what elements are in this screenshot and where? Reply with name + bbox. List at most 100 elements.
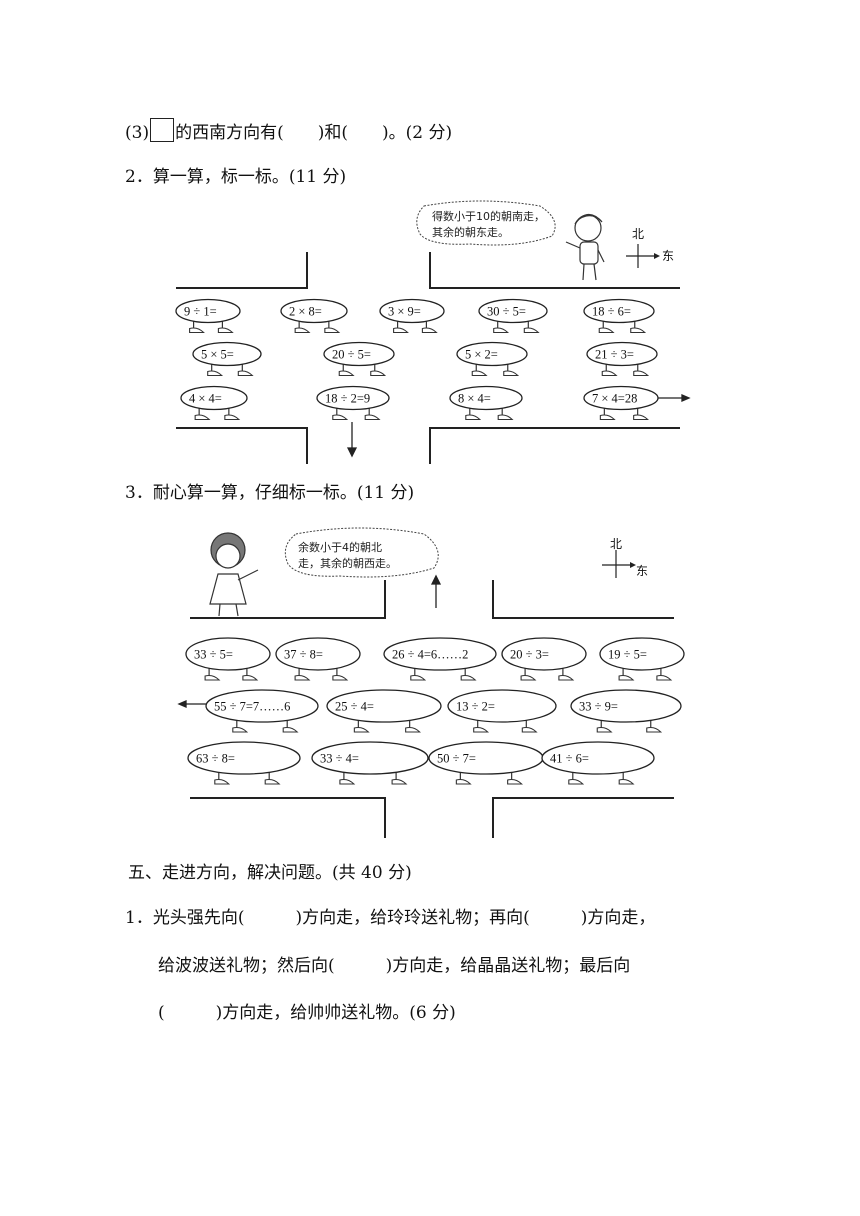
equation-text: 3 × 9= bbox=[388, 305, 421, 319]
equation-card: 37 ÷ 8= bbox=[275, 637, 361, 681]
card-foot bbox=[338, 370, 355, 377]
card-oval bbox=[205, 689, 319, 723]
card-oval bbox=[185, 637, 271, 671]
card-oval bbox=[383, 637, 497, 671]
card-foot bbox=[523, 327, 540, 334]
card-oval bbox=[280, 298, 348, 324]
card-foot bbox=[596, 726, 613, 733]
question-3-line: (3)的西南方向有( )和( )。(2 分) bbox=[125, 118, 452, 143]
compass-north-label: 北 bbox=[610, 537, 622, 551]
section-2-title: 2．算一算，标一标。(11 分) bbox=[125, 167, 347, 187]
card-foot bbox=[282, 726, 299, 733]
equation-card: 33 ÷ 4= bbox=[311, 741, 429, 785]
card-oval bbox=[449, 385, 523, 411]
card-foot bbox=[237, 370, 254, 377]
card-foot bbox=[656, 674, 673, 681]
card-foot bbox=[520, 674, 537, 681]
speech-bubble-2: 得数小于10的朝南走， 其余的朝东走。 bbox=[416, 200, 556, 246]
card-foot bbox=[601, 370, 618, 377]
card-oval bbox=[456, 341, 528, 367]
card-foot bbox=[410, 674, 427, 681]
card-foot bbox=[598, 327, 615, 334]
card-foot bbox=[646, 726, 663, 733]
equation-card: 41 ÷ 6= bbox=[541, 741, 655, 785]
section-3-title: 3．耐心算一算，仔细标一标。(11 分) bbox=[125, 483, 415, 503]
card-oval bbox=[570, 689, 682, 723]
equation-card: 2 × 8= bbox=[280, 298, 348, 334]
equation-text: 33 ÷ 9= bbox=[579, 700, 618, 714]
equation-text: 18 ÷ 2=9 bbox=[325, 392, 370, 406]
road-walls bbox=[190, 580, 674, 838]
card-oval bbox=[379, 298, 445, 324]
card-foot bbox=[232, 726, 249, 733]
card-foot bbox=[471, 370, 488, 377]
equation-text: 18 ÷ 6= bbox=[592, 305, 631, 319]
equation-text: 33 ÷ 4= bbox=[320, 752, 359, 766]
equation-text: 50 ÷ 7= bbox=[437, 752, 476, 766]
card-foot bbox=[189, 327, 205, 334]
card-foot bbox=[521, 726, 538, 733]
card-foot bbox=[217, 327, 234, 334]
equation-text: 4 × 4= bbox=[189, 392, 222, 406]
card-foot bbox=[599, 414, 616, 421]
equation-text: 33 ÷ 5= bbox=[194, 648, 233, 662]
equation-card: 50 ÷ 7= bbox=[428, 741, 544, 785]
card-oval bbox=[316, 385, 390, 411]
equation-card: 18 ÷ 2=9 bbox=[316, 385, 390, 421]
girl-figure bbox=[209, 532, 259, 617]
card-foot bbox=[339, 778, 356, 785]
equation-card: 25 ÷ 4= bbox=[326, 689, 442, 733]
compass-3: 北 东 bbox=[602, 537, 648, 578]
card-oval bbox=[323, 341, 395, 367]
equation-card: 33 ÷ 9= bbox=[570, 689, 682, 733]
card-oval bbox=[180, 385, 248, 411]
bubble-line-2: 其余的朝东走。 bbox=[432, 225, 509, 239]
card-foot bbox=[294, 674, 311, 681]
equation-text: 26 ÷ 4=6……2 bbox=[392, 648, 468, 662]
card-foot bbox=[264, 778, 281, 785]
compass-north-label: 北 bbox=[632, 227, 644, 241]
equation-text: 63 ÷ 8= bbox=[196, 752, 235, 766]
section-5-q1-line-3: ( )方向走，给帅帅送礼物。(6 分) bbox=[158, 1003, 456, 1023]
equation-text: 25 ÷ 4= bbox=[335, 700, 374, 714]
equation-card: 8 × 4= bbox=[449, 385, 523, 421]
question-3-prefix: (3) bbox=[125, 123, 150, 143]
card-oval bbox=[501, 637, 587, 671]
equation-text: 21 ÷ 3= bbox=[595, 348, 634, 362]
card-foot bbox=[194, 414, 211, 421]
equation-text: 20 ÷ 5= bbox=[332, 348, 371, 362]
card-foot bbox=[370, 370, 387, 377]
equation-text: 19 ÷ 5= bbox=[608, 648, 647, 662]
section-5-q1-line-1: 1．光头强先向( )方向走，给玲玲送礼物；再向( )方向走， bbox=[125, 908, 656, 928]
card-foot bbox=[473, 726, 490, 733]
bubble-line-2: 走，其余的朝西走。 bbox=[298, 556, 397, 570]
card-foot bbox=[405, 726, 421, 733]
equation-card: 33 ÷ 5= bbox=[185, 637, 271, 681]
card-oval bbox=[175, 298, 241, 324]
equation-card: 20 ÷ 3= bbox=[501, 637, 587, 681]
section-3-figure: 余数小于4的朝北 走，其余的朝西走。 北 东 33 ÷ 5= 37 ÷ 8= 26 … bbox=[177, 527, 685, 838]
card-foot bbox=[460, 674, 477, 681]
card-foot bbox=[630, 327, 647, 334]
section-5-title: 五、走进方向，解决问题。(共 40 分) bbox=[128, 863, 412, 883]
card-foot bbox=[242, 674, 259, 681]
card-foot bbox=[493, 327, 510, 334]
bubble-line-1: 余数小于4的朝北 bbox=[298, 540, 382, 554]
equation-card: 5 × 5= bbox=[192, 341, 262, 377]
card-foot bbox=[393, 327, 409, 334]
card-foot bbox=[332, 674, 349, 681]
card-oval bbox=[192, 341, 262, 367]
card-oval bbox=[541, 741, 655, 775]
card-foot bbox=[391, 778, 408, 785]
equation-text: 20 ÷ 3= bbox=[510, 648, 549, 662]
boy-figure bbox=[565, 213, 605, 281]
equation-card: 3 × 9= bbox=[379, 298, 445, 334]
card-oval bbox=[583, 298, 655, 324]
equation-text: 30 ÷ 5= bbox=[487, 305, 526, 319]
card-foot bbox=[214, 778, 231, 785]
card-foot bbox=[618, 674, 635, 681]
card-foot bbox=[324, 327, 341, 334]
speech-bubble-3: 余数小于4的朝北 走，其余的朝西走。 bbox=[284, 527, 439, 578]
compass-2: 北 东 bbox=[626, 227, 674, 268]
equation-card: 5 × 2= bbox=[456, 341, 528, 377]
